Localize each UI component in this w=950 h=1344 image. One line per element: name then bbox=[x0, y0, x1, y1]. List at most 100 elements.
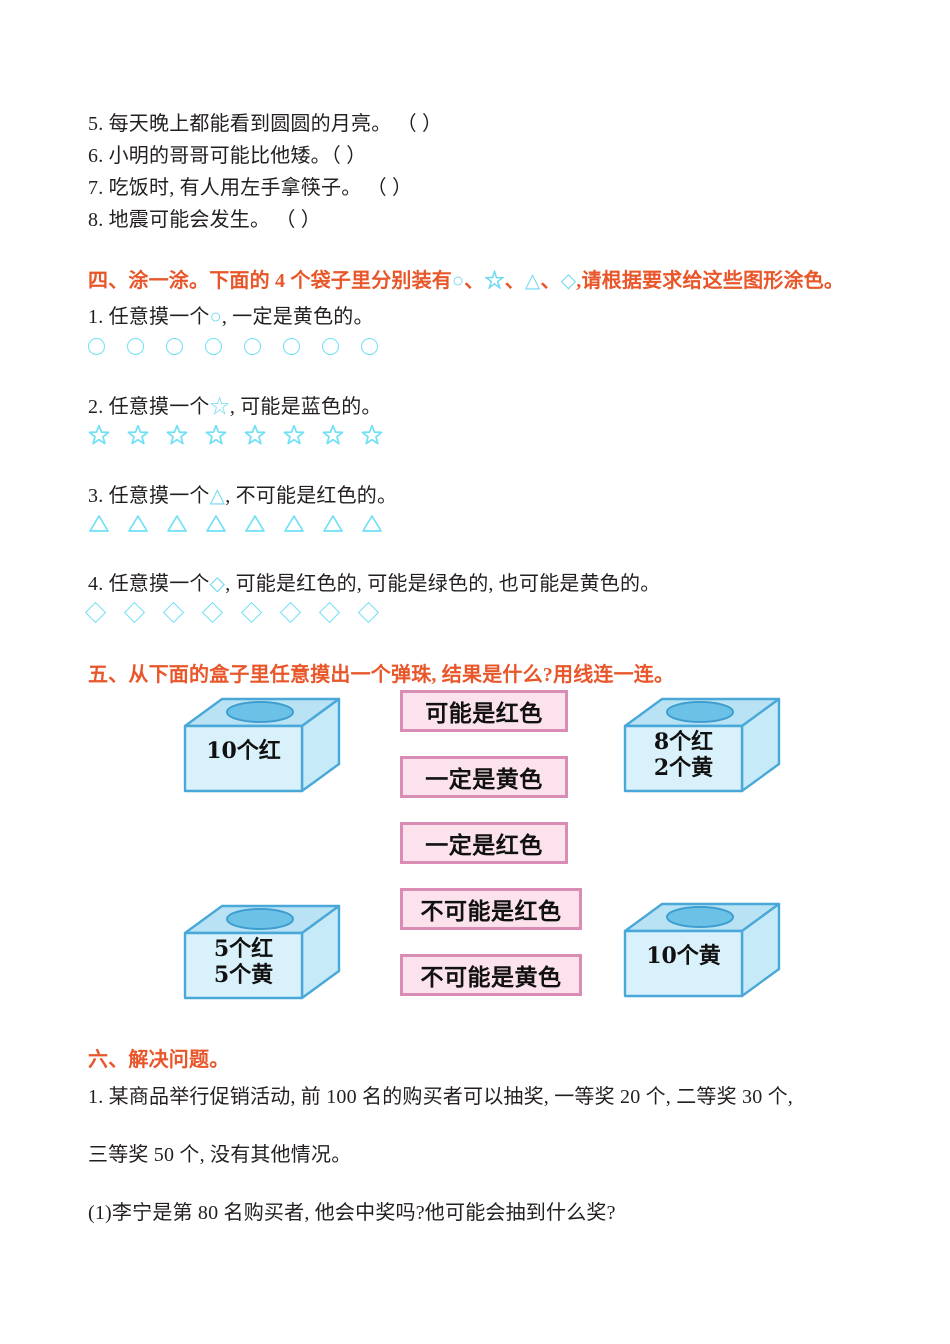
star-icon[interactable] bbox=[127, 424, 149, 446]
circle-icon[interactable] bbox=[166, 337, 183, 355]
shape-cell[interactable] bbox=[123, 597, 166, 627]
shape-cell[interactable] bbox=[322, 331, 361, 361]
option-card-impossible-yellow[interactable]: 不可能是黄色 bbox=[400, 954, 582, 996]
circle-icon[interactable] bbox=[322, 337, 339, 355]
shape-row-stars[interactable] bbox=[88, 420, 400, 450]
marble-box-bottom-left[interactable]: 5个红 5个黄 bbox=[182, 903, 342, 1001]
section-four-question-2: 2. 任意摸一个☆, 可能是蓝色的。 bbox=[88, 393, 382, 421]
diamond-icon[interactable] bbox=[162, 601, 185, 623]
section-four-question-3: 3. 任意摸一个△, 不可能是红色的。 bbox=[88, 482, 397, 510]
shape-cell[interactable] bbox=[88, 331, 127, 361]
shape-cell[interactable] bbox=[166, 508, 205, 538]
circle-icon[interactable] bbox=[244, 337, 261, 355]
diamond-icon[interactable] bbox=[357, 601, 380, 623]
circle-icon[interactable] bbox=[283, 337, 300, 355]
triangle-icon[interactable] bbox=[244, 514, 266, 533]
q1-prefix: 1. 任意摸一个 bbox=[88, 306, 210, 328]
circle-icon[interactable] bbox=[88, 337, 105, 355]
circle-icon: ○ bbox=[209, 306, 222, 328]
diamond-icon[interactable] bbox=[318, 601, 341, 623]
triangle-icon: △ bbox=[524, 270, 541, 292]
star-icon[interactable] bbox=[166, 424, 188, 446]
diamond-icon[interactable] bbox=[123, 601, 146, 623]
shape-cell[interactable] bbox=[279, 597, 322, 627]
section-four-heading-a: 四、涂一涂。下面的 4 个袋子里分别装有 bbox=[88, 270, 452, 292]
option-card-maybe-red[interactable]: 可能是红色 bbox=[400, 690, 568, 732]
star-icon[interactable] bbox=[205, 424, 227, 446]
star-icon: ☆ bbox=[484, 270, 505, 292]
triangle-icon[interactable] bbox=[283, 514, 305, 533]
shape-cell[interactable] bbox=[361, 420, 400, 450]
shape-row-diamonds[interactable] bbox=[84, 597, 400, 627]
shape-row-circles[interactable] bbox=[88, 331, 400, 361]
section-four-question-4: 4. 任意摸一个◇, 可能是红色的, 可能是绿色的, 也可能是黄色的。 bbox=[88, 570, 660, 598]
marble-box-top-right[interactable]: 8个红 2个黄 bbox=[622, 696, 782, 794]
section-six-heading: 六、解决问题。 bbox=[88, 1049, 230, 1071]
section-six-problem-line-2: 三等奖 50 个, 没有其他情况。 bbox=[88, 1144, 352, 1166]
question-item-7: 7. 吃饭时, 有人用左手拿筷子。 （ ） bbox=[88, 177, 413, 199]
shape-cell[interactable] bbox=[201, 597, 244, 627]
star-icon[interactable] bbox=[361, 424, 383, 446]
circle-icon[interactable] bbox=[127, 337, 144, 355]
shape-cell[interactable] bbox=[166, 420, 205, 450]
triangle-icon[interactable] bbox=[361, 514, 383, 533]
marble-box-top-left[interactable]: 10个红 bbox=[182, 696, 342, 794]
diamond-icon[interactable] bbox=[201, 601, 224, 623]
sep-1: 、 bbox=[464, 270, 485, 292]
circle-icon[interactable] bbox=[361, 337, 378, 355]
shape-cell[interactable] bbox=[127, 420, 166, 450]
shape-cell[interactable] bbox=[162, 597, 205, 627]
diamond-icon[interactable] bbox=[240, 601, 263, 623]
shape-cell[interactable] bbox=[322, 420, 361, 450]
shape-cell[interactable] bbox=[244, 420, 283, 450]
triangle-icon[interactable] bbox=[322, 514, 344, 533]
question-item-8: 8. 地震可能会发生。 （ ） bbox=[88, 209, 321, 231]
shape-cell[interactable] bbox=[283, 331, 322, 361]
triangle-icon[interactable] bbox=[166, 514, 188, 533]
triangle-icon[interactable] bbox=[205, 514, 227, 533]
option-card-impossible-red[interactable]: 不可能是红色 bbox=[400, 888, 582, 930]
star-icon[interactable] bbox=[244, 424, 266, 446]
q3-prefix: 3. 任意摸一个 bbox=[88, 485, 210, 507]
marble-box-bottom-right[interactable]: 10个黄 bbox=[622, 901, 782, 999]
shape-cell[interactable] bbox=[166, 331, 205, 361]
star-icon[interactable] bbox=[322, 424, 344, 446]
triangle-icon[interactable] bbox=[88, 514, 110, 533]
shape-cell[interactable] bbox=[244, 508, 283, 538]
shape-cell[interactable] bbox=[84, 597, 127, 627]
shape-cell[interactable] bbox=[88, 420, 127, 450]
question-item-5: 5. 每天晚上都能看到圆圆的月亮。 （ ） bbox=[88, 113, 443, 135]
shape-cell[interactable] bbox=[88, 508, 127, 538]
shape-cell[interactable] bbox=[127, 508, 166, 538]
shape-row-triangles[interactable] bbox=[88, 508, 400, 538]
star-icon[interactable] bbox=[283, 424, 305, 446]
option-card-surely-red[interactable]: 一定是红色 bbox=[400, 822, 568, 864]
shape-cell[interactable] bbox=[361, 331, 400, 361]
triangle-icon[interactable] bbox=[127, 514, 149, 533]
shape-cell[interactable] bbox=[205, 420, 244, 450]
shape-cell[interactable] bbox=[318, 597, 361, 627]
section-four-heading-e: ,请根据要求给这些图形涂色。 bbox=[576, 270, 845, 292]
triangle-icon: △ bbox=[209, 485, 226, 507]
sep-3: 、 bbox=[540, 270, 561, 292]
star-icon[interactable] bbox=[88, 424, 110, 446]
q2-suffix: , 可能是蓝色的。 bbox=[229, 396, 382, 418]
shape-cell[interactable] bbox=[205, 331, 244, 361]
diamond-icon[interactable] bbox=[84, 601, 107, 623]
shape-cell[interactable] bbox=[322, 508, 361, 538]
shape-cell[interactable] bbox=[240, 597, 283, 627]
section-four-heading: 四、涂一涂。下面的 4 个袋子里分别装有○、☆、△、◇,请根据要求给这些图形涂色… bbox=[88, 267, 844, 295]
shape-cell[interactable] bbox=[205, 508, 244, 538]
q1-suffix: , 一定是黄色的。 bbox=[221, 306, 374, 328]
section-six-sub-question-1: (1)李宁是第 80 名购买者, 他会中奖吗?他可能会抽到什么奖? bbox=[88, 1202, 616, 1224]
circle-icon[interactable] bbox=[205, 337, 222, 355]
shape-cell[interactable] bbox=[357, 597, 400, 627]
shape-cell[interactable] bbox=[283, 420, 322, 450]
diamond-icon: ◇ bbox=[560, 270, 577, 292]
option-card-surely-yellow[interactable]: 一定是黄色 bbox=[400, 756, 568, 798]
shape-cell[interactable] bbox=[244, 331, 283, 361]
shape-cell[interactable] bbox=[283, 508, 322, 538]
shape-cell[interactable] bbox=[361, 508, 400, 538]
shape-cell[interactable] bbox=[127, 331, 166, 361]
diamond-icon[interactable] bbox=[279, 601, 302, 623]
